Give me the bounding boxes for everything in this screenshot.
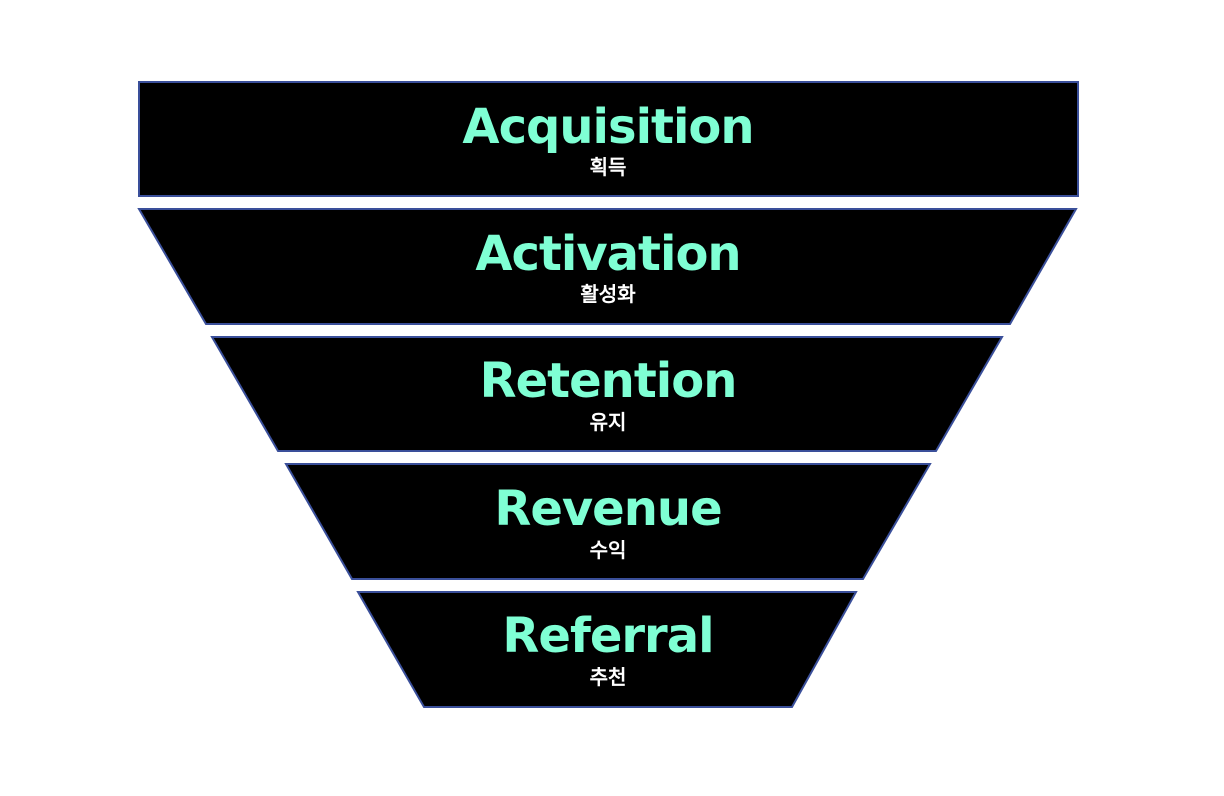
funnel-stage-referral: Referral 추천: [356, 591, 858, 708]
funnel-stage-shape: [138, 81, 1079, 197]
stage-title: Activation: [475, 226, 740, 282]
stage-subtitle: 추천: [590, 665, 627, 689]
stage-title: Acquisition: [462, 99, 753, 155]
stage-subtitle: 수익: [590, 538, 627, 562]
funnel-stage-retention: Retention 유지: [210, 336, 1004, 452]
funnel-stage-acquisition: Acquisition 획득: [138, 81, 1079, 197]
stage-subtitle: 획득: [590, 155, 627, 179]
stage-title: Referral: [502, 608, 713, 664]
stage-subtitle: 활성화: [580, 282, 636, 306]
funnel-stage-activation: Activation 활성화: [137, 208, 1078, 325]
funnel-stage-shape: [210, 336, 1004, 452]
stage-title: Revenue: [494, 481, 721, 537]
stage-title: Retention: [480, 353, 737, 409]
stage-subtitle: 유지: [590, 410, 627, 434]
funnel-stage-shape: [137, 208, 1078, 325]
funnel-stage-revenue: Revenue 수익: [284, 463, 932, 580]
funnel-stage-shape: [284, 463, 932, 580]
funnel-stage-shape: [356, 591, 858, 708]
